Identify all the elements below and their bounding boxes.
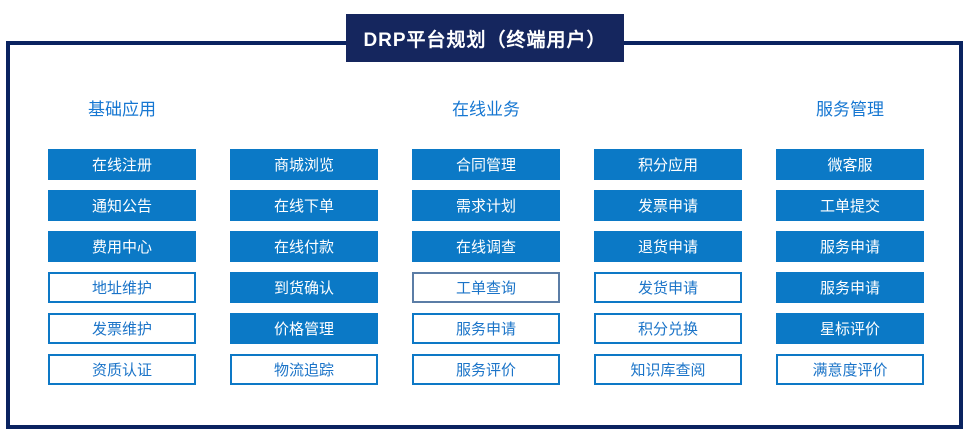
btn-notice-announcement[interactable]: 通知公告 [48,190,196,221]
btn-work-order-query[interactable]: 工单查询 [412,272,560,303]
group-header-service-management: 服务管理 [816,100,884,119]
btn-satisfaction-evaluation[interactable]: 满意度评价 [776,354,924,385]
group-header-basic-apps: 基础应用 [88,100,156,119]
btn-micro-customer-service[interactable]: 微客服 [776,149,924,180]
btn-address-maintenance[interactable]: 地址维护 [48,272,196,303]
column-online-business-2: 合同管理 需求计划 在线调查 工单查询 服务申请 服务评价 [412,149,560,385]
btn-points-application[interactable]: 积分应用 [594,149,742,180]
diagram-title: DRP平台规划（终端用户） [346,14,624,62]
btn-online-order[interactable]: 在线下单 [230,190,378,221]
btn-online-payment[interactable]: 在线付款 [230,231,378,262]
btn-logistics-tracking[interactable]: 物流追踪 [230,354,378,385]
btn-qualification-certification[interactable]: 资质认证 [48,354,196,385]
btn-online-register[interactable]: 在线注册 [48,149,196,180]
btn-arrival-confirmation[interactable]: 到货确认 [230,272,378,303]
btn-service-request[interactable]: 服务申请 [412,313,560,344]
column-online-business-1: 商城浏览 在线下单 在线付款 到货确认 价格管理 物流追踪 [230,149,378,385]
btn-shipping-request[interactable]: 发货申请 [594,272,742,303]
btn-invoice-request[interactable]: 发票申请 [594,190,742,221]
btn-service-evaluation[interactable]: 服务评价 [412,354,560,385]
btn-service-request-b[interactable]: 服务申请 [776,272,924,303]
btn-expense-center[interactable]: 费用中心 [48,231,196,262]
btn-invoice-maintenance[interactable]: 发票维护 [48,313,196,344]
btn-demand-planning[interactable]: 需求计划 [412,190,560,221]
btn-work-order-submit[interactable]: 工单提交 [776,190,924,221]
btn-online-survey[interactable]: 在线调查 [412,231,560,262]
btn-contract-management[interactable]: 合同管理 [412,149,560,180]
group-header-online-business: 在线业务 [452,100,520,119]
btn-star-rating[interactable]: 星标评价 [776,313,924,344]
btn-return-request[interactable]: 退货申请 [594,231,742,262]
btn-points-exchange[interactable]: 积分兑换 [594,313,742,344]
btn-price-management[interactable]: 价格管理 [230,313,378,344]
column-service-management: 微客服 工单提交 服务申请 服务申请 星标评价 满意度评价 [776,149,924,385]
btn-service-request-a[interactable]: 服务申请 [776,231,924,262]
column-basic-apps: 在线注册 通知公告 费用中心 地址维护 发票维护 资质认证 [48,149,196,385]
btn-knowledge-base-lookup[interactable]: 知识库查阅 [594,354,742,385]
column-online-business-3: 积分应用 发票申请 退货申请 发货申请 积分兑换 知识库查阅 [594,149,742,385]
btn-mall-browse[interactable]: 商城浏览 [230,149,378,180]
